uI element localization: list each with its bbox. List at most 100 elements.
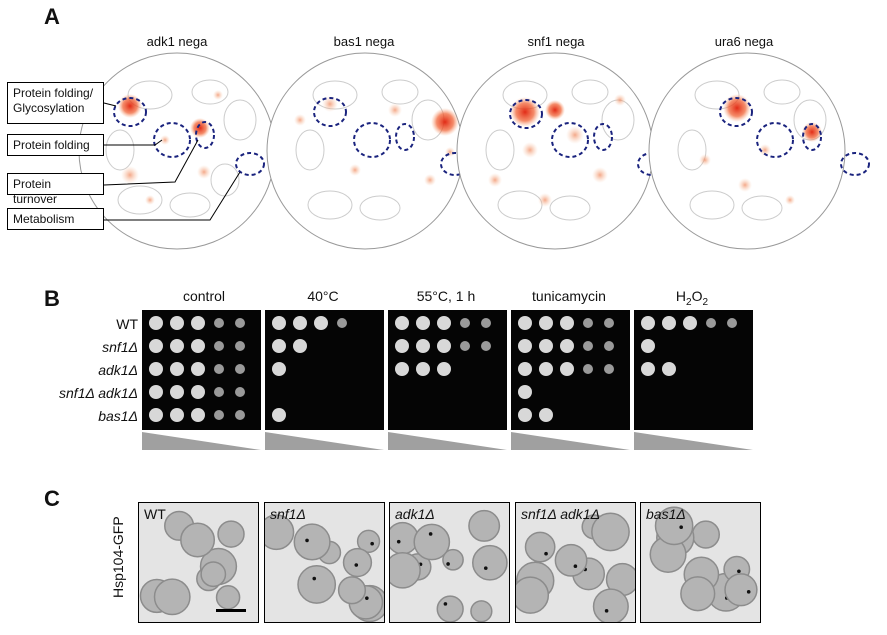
yeast-cell	[217, 520, 245, 548]
callout-leaders	[103, 102, 241, 221]
micrograph-label-adk1: adk1Δ	[395, 506, 435, 522]
yeast-cell	[337, 576, 367, 605]
yeast-cell	[516, 576, 550, 614]
colony-spot	[293, 339, 307, 353]
yeast-cell	[200, 561, 227, 588]
panel-letter-c: C	[44, 486, 60, 511]
micrograph-label-snf1: snf1Δ	[270, 506, 306, 522]
colony-spot	[272, 362, 286, 376]
colony-spot	[518, 316, 532, 330]
colony-spot	[560, 362, 574, 376]
colony-spot	[662, 316, 676, 330]
yeast-cell	[342, 547, 373, 578]
colony-spot	[481, 341, 491, 351]
micrograph-snf1	[264, 502, 385, 623]
colony-spot	[460, 318, 470, 328]
colony-spot	[235, 410, 245, 420]
condition-55c-1h: 55°C, 1 h	[416, 288, 476, 304]
colony-spot	[518, 408, 532, 422]
map-title-ura6: ura6 nega	[714, 34, 774, 49]
strain-snf1: snf1Δ	[102, 339, 138, 355]
colony-spot	[191, 385, 205, 399]
map-title-bas1: bas1 nega	[333, 34, 395, 49]
colony-spot	[214, 410, 224, 420]
colony-spot	[272, 339, 286, 353]
condition-h2o2: H2O2	[675, 288, 709, 308]
colony-spot	[539, 316, 553, 330]
colony-spot	[149, 362, 163, 376]
colony-spot	[191, 362, 205, 376]
network-map-bas1	[266, 52, 470, 250]
colony-spots	[149, 316, 737, 422]
colony-spot	[170, 408, 184, 422]
colony-spot	[641, 339, 655, 353]
yeast-cell	[297, 565, 337, 604]
network-map-adk1	[78, 52, 276, 250]
panel-letter-a: A	[44, 4, 60, 29]
colony-spot	[416, 316, 430, 330]
hsp104-focus	[446, 562, 450, 566]
colony-spot	[149, 316, 163, 330]
hsp104-focus	[305, 538, 309, 543]
colony-spot	[437, 362, 451, 376]
colony-spot	[214, 318, 224, 328]
colony-spot	[481, 318, 491, 328]
colony-spot	[337, 318, 347, 328]
colony-spot	[191, 408, 205, 422]
colony-spot	[416, 362, 430, 376]
y-axis-label-hsp104-gfp: Hsp104-GFP	[110, 516, 126, 598]
yeast-cell	[524, 531, 556, 563]
colony-spot	[604, 364, 614, 374]
yeast-cell	[293, 523, 331, 561]
panel-letter-b: B	[44, 286, 60, 311]
yeast-cell	[180, 522, 216, 558]
colony-spot	[662, 362, 676, 376]
yeast-cell	[472, 544, 508, 581]
yeast-cell	[554, 543, 588, 577]
colony-spot	[604, 341, 614, 351]
colony-spot	[518, 385, 532, 399]
colony-spot	[170, 362, 184, 376]
colony-spot	[583, 364, 593, 374]
colony-spot	[170, 316, 184, 330]
colony-spot	[235, 318, 245, 328]
colony-spot	[170, 385, 184, 399]
hsp104-focus	[354, 563, 359, 567]
hsp104-focus	[746, 590, 751, 594]
condition-tunicamycin: tunicamycin	[532, 288, 606, 304]
colony-spot	[727, 318, 737, 328]
colony-spot	[235, 387, 245, 397]
colony-spot	[560, 339, 574, 353]
dilution-wedges	[142, 432, 753, 450]
hsp104-focus	[483, 566, 488, 570]
micrograph-snf1-adk1	[515, 502, 636, 623]
colony-spot	[235, 364, 245, 374]
micrograph-label-snf1-adk1: snf1Δ adk1Δ	[521, 506, 600, 522]
condition-control: control	[182, 288, 226, 304]
colony-spot	[583, 318, 593, 328]
micrograph-label-wt: WT	[144, 506, 166, 522]
yeast-cell	[654, 506, 694, 546]
colony-spot	[518, 339, 532, 353]
colony-spot	[560, 316, 574, 330]
colony-spot	[149, 339, 163, 353]
yeast-cell	[390, 552, 421, 589]
yeast-cell	[470, 600, 493, 622]
colony-spot	[641, 362, 655, 376]
micrograph-label-bas1: bas1Δ	[646, 506, 686, 522]
hsp104-focus	[370, 541, 374, 546]
hsp104-focus	[544, 551, 548, 556]
colony-spot	[149, 408, 163, 422]
callout-metabolism: Metabolism	[7, 208, 104, 230]
strain-snf1-adk1: snf1Δ adk1Δ	[59, 385, 138, 401]
hsp104-focus	[443, 602, 448, 606]
yeast-cell	[215, 585, 241, 610]
condition-40c: 40°C	[307, 288, 339, 304]
yeast-cell	[468, 509, 501, 542]
yeast-cell	[724, 573, 758, 607]
colony-spot	[583, 341, 593, 351]
hsp104-focus	[365, 596, 369, 600]
colony-spot	[683, 316, 697, 330]
map-title-snf1: snf1 nega	[527, 34, 585, 49]
yeast-cell	[680, 576, 716, 612]
